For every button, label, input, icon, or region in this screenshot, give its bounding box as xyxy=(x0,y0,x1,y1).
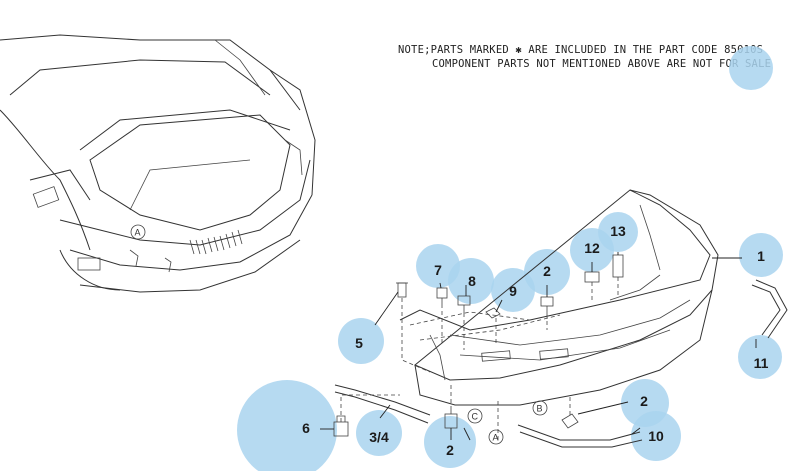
callout-label-6: 6 xyxy=(302,420,310,436)
callout-label-3-4: 3/4 xyxy=(369,429,389,445)
callout-label-5: 5 xyxy=(355,335,363,351)
callout-circle-1 xyxy=(739,233,783,277)
vehicle-rear-drawing: A xyxy=(0,34,316,293)
brackets-drawing xyxy=(334,279,788,448)
callout-label-2-right: 2 xyxy=(640,393,648,409)
callout-circle-5 xyxy=(338,318,384,364)
assembly-lines xyxy=(340,277,619,440)
callout-label-12: 12 xyxy=(584,240,600,256)
ref-label-a-bumper: A xyxy=(493,433,499,443)
ref-label-b: B xyxy=(537,404,543,414)
highlight-part-code-circle xyxy=(729,46,773,90)
callout-circle-7 xyxy=(416,244,460,288)
callout-circle-6 xyxy=(237,380,337,471)
callout-label-13: 13 xyxy=(610,223,626,239)
ref-label-a-vehicle: A xyxy=(135,228,141,238)
ref-label-c: C xyxy=(472,412,479,422)
callout-circle-9 xyxy=(491,268,535,312)
reference-markers: C B A xyxy=(467,400,548,445)
callout-label-10: 10 xyxy=(648,428,664,444)
callout-label-1: 1 xyxy=(757,248,765,264)
note-line-2: COMPONENT PARTS NOT MENTIONED ABOVE ARE … xyxy=(432,58,772,70)
note-line-1: NOTE;PARTS MARKED ✱ ARE INCLUDED IN THE … xyxy=(398,44,764,56)
bumper-cover-drawing xyxy=(399,189,719,406)
clips-drawing xyxy=(333,254,624,437)
callout-circle-11 xyxy=(738,335,782,379)
callout-label-2-bottom: 2 xyxy=(446,442,454,458)
callout-label-8: 8 xyxy=(468,273,476,289)
callout-circle-2-bottom xyxy=(424,416,476,468)
callout-label-9: 9 xyxy=(509,283,517,299)
callout-label-11: 11 xyxy=(753,355,769,371)
callout-circle-3-4 xyxy=(356,410,402,456)
callout-label-7: 7 xyxy=(434,262,442,278)
callout-circle-10 xyxy=(631,411,681,461)
callout-label-2-top: 2 xyxy=(543,263,551,279)
leader-lines xyxy=(320,252,757,441)
